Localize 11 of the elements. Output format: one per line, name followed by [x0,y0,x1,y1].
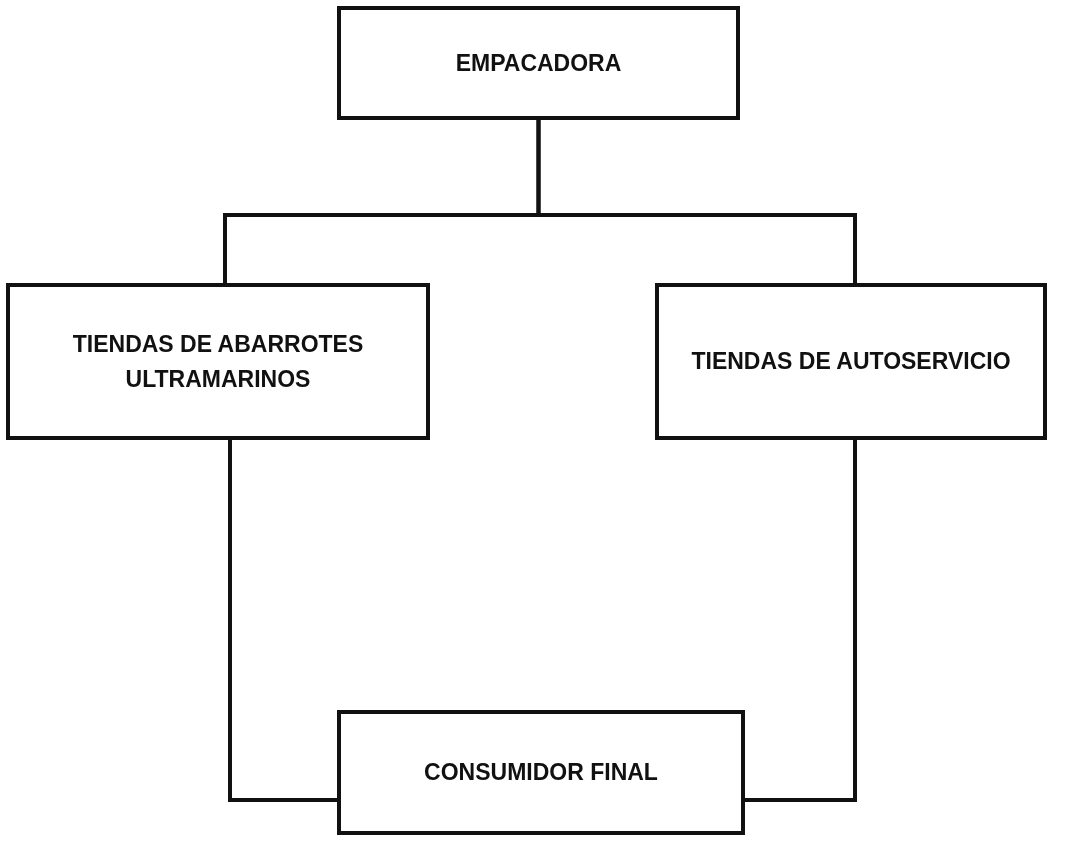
box-label: CONSUMIDOR FINAL [423,758,659,788]
box-label: TIENDAS DE AUTOSERVICIO [690,347,1012,377]
connector-line [745,440,857,802]
connector-line [228,440,337,802]
process-box [337,6,740,120]
process-box [655,283,1047,440]
process-box [6,283,430,440]
process-box [337,710,745,835]
box-label: EMPACADORA [454,48,623,78]
box-label: TIENDAS DE ABARROTES ULTRAMARINOS [71,330,365,394]
connector-line [536,120,857,283]
